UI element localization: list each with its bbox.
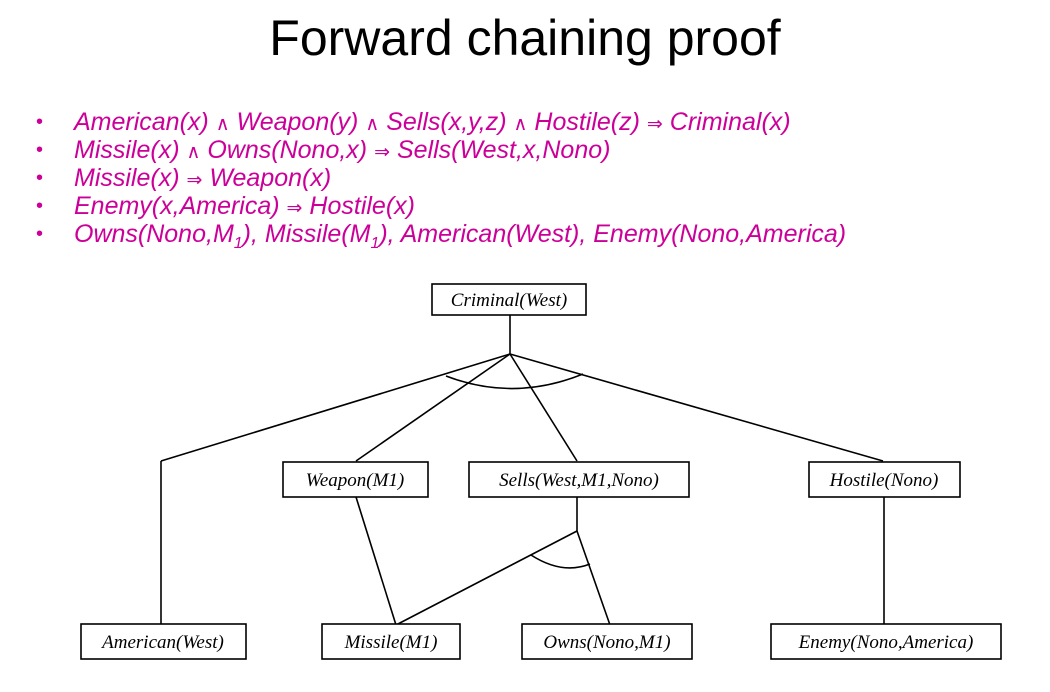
logic-operator: ⇒ [374, 142, 391, 163]
rule-text: American(x) [74, 108, 216, 136]
rule-text: Weapon(x) [202, 164, 332, 192]
edge-criminal-sells [509, 353, 578, 462]
bullet-icon: • [36, 223, 44, 245]
bullet-icon: • [36, 139, 44, 161]
node-label: Enemy(Nono,America) [798, 632, 974, 653]
rule-text: 1 [233, 235, 243, 252]
rule-item: •American(x) ∧ Weapon(y) ∧ Sells(x,y,z) … [36, 108, 1036, 136]
logic-operator: ⇒ [286, 198, 303, 219]
rule-item: • Missile(x) ∧ Owns(Nono,x) ⇒ Sells(West,… [36, 136, 1036, 164]
logic-operator: ⇒ [646, 114, 663, 135]
node-label: Weapon(M1) [306, 470, 405, 491]
edge-sells-owns [576, 530, 611, 626]
rule-item: • Enemy(x,America) ⇒ Hostile(x) [36, 192, 1036, 220]
rule-text: Criminal(x) [662, 108, 791, 136]
rule-text: ), Missile(M [242, 220, 371, 248]
rule-text: Hostile(x) [302, 192, 415, 220]
rule-text: Hostile(z) [527, 108, 647, 136]
edge-sells-missile [395, 530, 578, 626]
edge-criminal-american [160, 353, 511, 462]
and-arc-sells [530, 554, 591, 569]
rule-text: 1 [370, 235, 380, 252]
slide-title: Forward chaining proof [269, 10, 781, 66]
logic-operator: ∧ [513, 114, 528, 135]
node-label: American(West) [100, 632, 224, 653]
logic-operator: ⇒ [186, 170, 203, 191]
rule-text: Enemy(x,America) [74, 192, 287, 220]
rule-text: Missile(x) [74, 136, 187, 164]
rule-list: •American(x) ∧ Weapon(y) ∧ Sells(x,y,z) … [36, 108, 1036, 252]
node-label: Hostile(Nono) [829, 470, 939, 491]
logic-operator: ∧ [186, 142, 201, 163]
rule-text: Sells(West,x,Nono) [390, 136, 611, 164]
node-criminal: Criminal(West) [431, 283, 587, 316]
node-label: Sells(West,M1,Nono) [499, 470, 659, 491]
rule-text: Owns(Nono,x) [200, 136, 375, 164]
node-label: Criminal(West) [451, 290, 567, 311]
rule-text: Missile(x) [74, 164, 187, 192]
node-enemy: Enemy(Nono,America) [770, 623, 1002, 660]
node-hostile: Hostile(Nono) [808, 461, 961, 498]
node-label: Missile(M1) [344, 632, 438, 653]
bullet-icon: • [36, 195, 44, 217]
node-owns: Owns(Nono,M1) [521, 623, 693, 660]
and-arc-criminal [445, 373, 584, 390]
edge-weapon-missile [355, 496, 397, 626]
rule-item: • Missile(x) ⇒ Weapon(x) [36, 164, 1036, 192]
logic-operator: ∧ [365, 114, 380, 135]
node-label: Owns(Nono,M1) [543, 632, 670, 653]
edge-criminal-weapon [355, 353, 511, 462]
rule-text: Sells(x,y,z) [379, 108, 514, 136]
node-missile: Missile(M1) [321, 623, 461, 660]
rule-text: ), American(West), Enemy(Nono,America) [379, 220, 847, 248]
rule-text: Owns(Nono,M [74, 220, 234, 248]
node-sells: Sells(West,M1,Nono) [468, 461, 690, 498]
bullet-icon: • [36, 111, 44, 133]
node-weapon: Weapon(M1) [282, 461, 429, 498]
logic-operator: ∧ [215, 114, 230, 135]
node-american: American(West) [80, 623, 247, 660]
rule-text: Weapon(y) [229, 108, 366, 136]
edge-criminal-hostile [509, 353, 884, 462]
rule-item: •Owns(Nono,M1), Missile(M1), American(We… [36, 220, 1036, 252]
bullet-icon: • [36, 167, 44, 189]
